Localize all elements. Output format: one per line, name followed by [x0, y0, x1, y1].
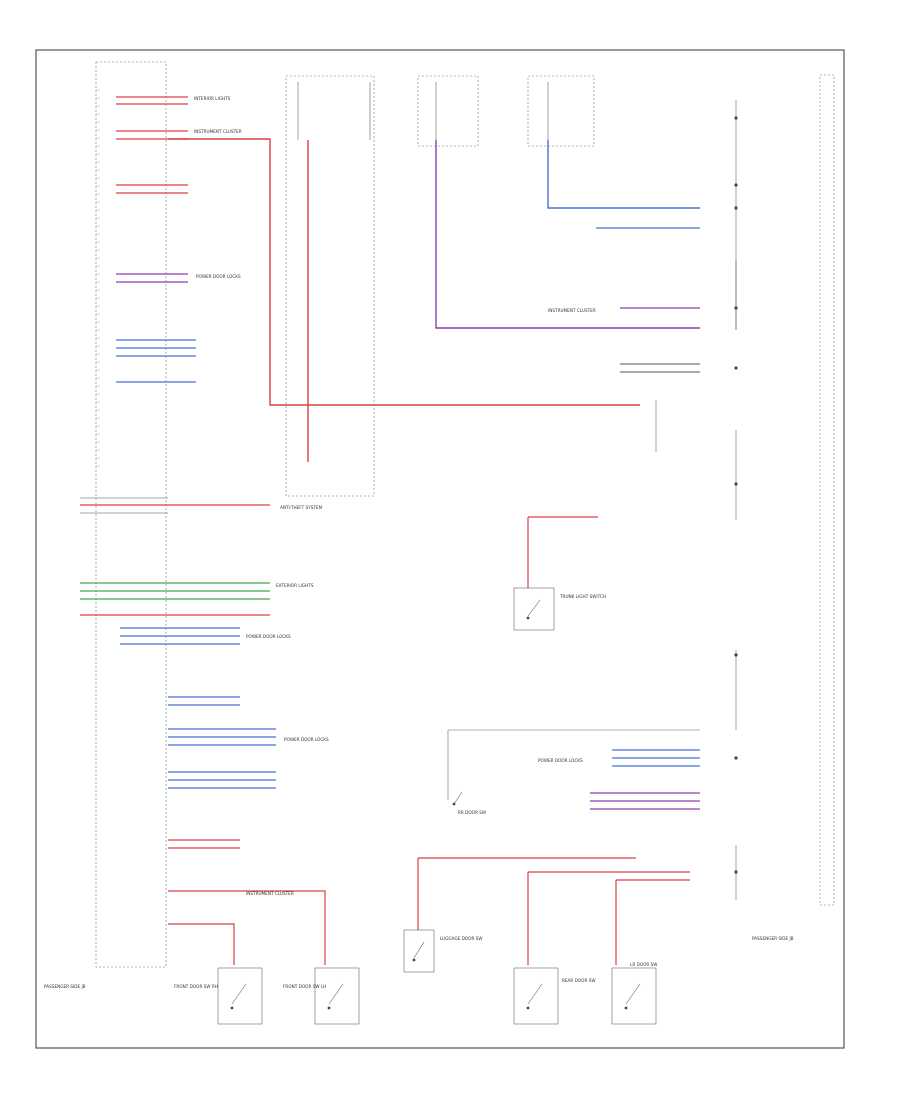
svg-text:LUGGAGE DOOR SW: LUGGAGE DOOR SW	[440, 936, 483, 941]
wires	[80, 96, 737, 965]
switch-lf-door: FRONT DOOR SW LH	[283, 967, 360, 1025]
svg-text:LR DOOR SW: LR DOOR SW	[630, 962, 657, 967]
svg-text:RR DOOR SW: RR DOOR SW	[458, 810, 486, 815]
top-fuses	[285, 75, 595, 497]
wire-purple-fuse	[435, 140, 700, 329]
svg-text:FRONT DOOR SW RH: FRONT DOOR SW RH	[174, 984, 218, 989]
junction-dots	[734, 116, 738, 874]
switch-rf-door: FRONT DOOR SW RH	[174, 967, 263, 1025]
switches: TRUNK LIGHT SWITCH LUGGAGE DOOR SW FRONT…	[174, 587, 657, 1025]
right-module-caption: PASSENGER SIDE JB	[752, 936, 794, 941]
label-c4: INSTRUMENT CLUSTER	[548, 308, 596, 313]
label-c10: POWER DOOR LOCKS	[538, 758, 583, 763]
left-module: PASSENGER SIDE JB	[44, 61, 167, 989]
connection-labels: INTERIOR LIGHTS INSTRUMENT CLUSTER POWER…	[194, 96, 596, 896]
diagram-frame	[35, 49, 845, 1049]
svg-text:REAR DOOR SW: REAR DOOR SW	[562, 978, 596, 983]
switch-lr-door: LR DOOR SW	[611, 962, 657, 1025]
left-module-caption: PASSENGER SIDE JB	[44, 984, 86, 989]
label-c1: INTERIOR LIGHTS	[194, 96, 231, 101]
wire-blue-fuse	[547, 140, 700, 209]
right-module: PASSENGER SIDE JB	[752, 74, 835, 941]
svg-text:FRONT DOOR SW LH: FRONT DOOR SW LH	[283, 984, 326, 989]
switch-trunk: TRUNK LIGHT SWITCH	[513, 587, 606, 631]
label-c3: POWER DOOR LOCKS	[196, 274, 241, 279]
label-c7: EXTERIOR LIGHTS	[276, 583, 314, 588]
switch-rear-door: REAR DOOR SW	[513, 967, 596, 1025]
left-module-pins	[96, 89, 100, 467]
label-c6: POWER DOOR LOCKS	[246, 634, 291, 639]
label-c2: INSTRUMENT CLUSTER	[194, 129, 242, 134]
label-c9: INSTRUMENT CLUSTER	[246, 891, 294, 896]
switch-luggage: LUGGAGE DOOR SW	[403, 929, 483, 973]
switch-rr-door: RR DOOR SW	[452, 791, 486, 815]
label-c5: ANTI-THEFT SYSTEM	[280, 505, 323, 510]
svg-text:TRUNK LIGHT SWITCH: TRUNK LIGHT SWITCH	[559, 594, 606, 599]
label-c8: POWER DOOR LOCKS	[284, 737, 329, 742]
wire-red-main	[168, 138, 640, 406]
